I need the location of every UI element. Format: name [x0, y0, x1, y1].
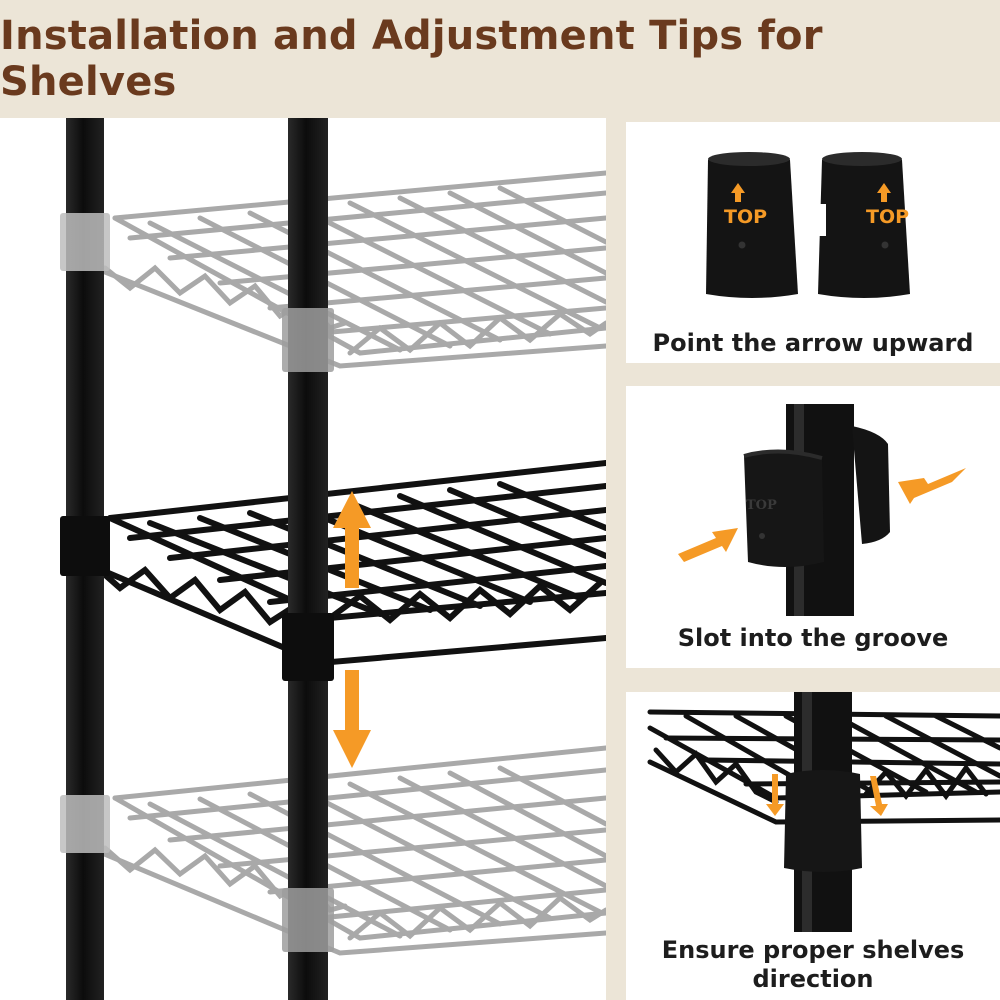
ghost-sleeve: [282, 888, 334, 952]
ghost-sleeve: [60, 213, 110, 271]
sleeve-pair-illustration: [706, 152, 910, 298]
pole-front: [288, 118, 328, 1000]
tip-panel-arrow-upward: TOP TOP Point the arrow upward: [626, 122, 1000, 363]
ghost-sleeve: [60, 795, 110, 853]
ghost-shelf-bottom: [87, 745, 606, 956]
tip-panel-slot-groove: TOP Slot into the groove: [626, 386, 1000, 668]
page-title: Installation and Adjustment Tips for She…: [0, 13, 823, 105]
sleeve-back: [60, 516, 110, 576]
inward-arrow-icon: [678, 468, 966, 562]
tip-caption: Ensure proper shelves direction: [661, 936, 965, 993]
down-arrow-icon: [766, 774, 888, 816]
tip-caption: Point the arrow upward: [652, 329, 974, 357]
header-banner: Installation and Adjustment Tips for She…: [0, 0, 1000, 118]
sleeve-label: TOP: [746, 498, 777, 513]
ghost-shelf-top: [87, 170, 606, 369]
sleeve-label-right: TOP: [866, 206, 910, 228]
shelf-direction-illustration: [647, 692, 1000, 932]
tip-panel-shelf-direction: Ensure proper shelves direction: [626, 692, 1000, 1000]
black-shelf-middle: [82, 460, 606, 667]
sleeve-label-left: TOP: [724, 206, 768, 228]
ghost-sleeve: [282, 308, 334, 372]
tip-caption: Slot into the groove: [677, 624, 949, 652]
sleeve-slot-illustration: [678, 404, 966, 616]
shelf-unit-illustration: [60, 118, 606, 1000]
shelf-illustration-panel: [0, 118, 606, 1000]
up-arrow-icon: [731, 183, 891, 202]
sleeve-front: [282, 613, 334, 681]
up-down-arrow-icon: [333, 491, 371, 768]
